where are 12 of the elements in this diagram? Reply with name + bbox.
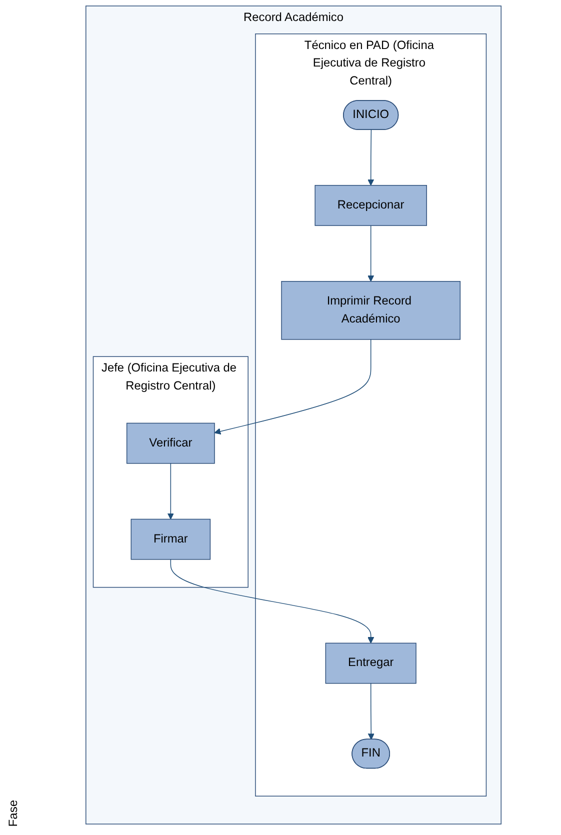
arrow	[368, 225, 374, 282]
arrow	[170, 559, 374, 644]
node-box: Firmar	[130, 518, 211, 560]
arrow	[167, 463, 174, 520]
node-box: Recepcionar	[314, 184, 427, 226]
arrow	[214, 339, 372, 435]
arrow	[368, 682, 374, 740]
node-box: Entregar	[325, 642, 416, 684]
node-box: Verificar	[126, 422, 215, 464]
node-box: Imprimir Record Académico	[281, 281, 461, 340]
phase-label: Fase	[6, 800, 20, 827]
arrow	[368, 130, 374, 186]
